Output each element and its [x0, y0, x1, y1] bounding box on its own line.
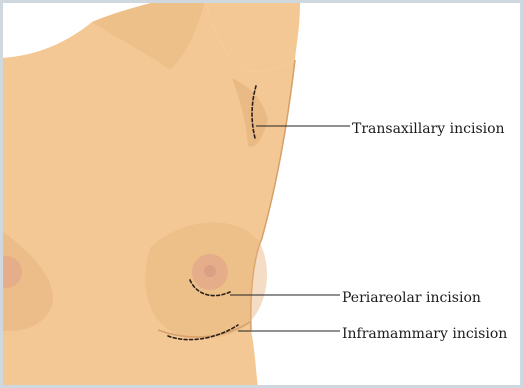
- inframammary-incision-label: Inframammary incision: [342, 326, 507, 342]
- periareolar-incision-label: Periareolar incision: [342, 290, 481, 306]
- right-nipple: [204, 265, 216, 277]
- transaxillary-incision-label: Transaxillary incision: [352, 121, 505, 137]
